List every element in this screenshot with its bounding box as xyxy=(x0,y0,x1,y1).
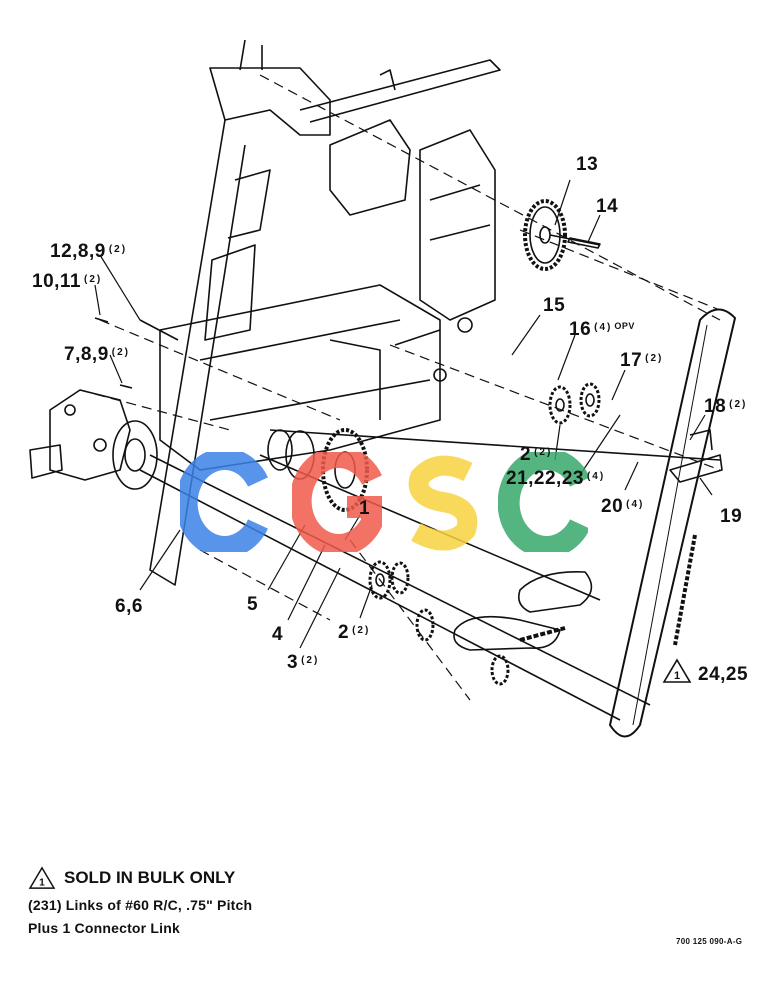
callout-3: 3(2) xyxy=(287,652,320,673)
lower-sprocket-b xyxy=(390,561,410,595)
lower-shaft xyxy=(139,469,621,721)
lower-chain xyxy=(517,571,593,613)
watermark-letter-3 xyxy=(408,455,478,551)
note-chain-spec: (231) Links of #60 R/C, .75" Pitch xyxy=(28,897,253,913)
callout-7-8-9: 7,8,9(2) xyxy=(64,344,130,365)
callout-14: 14 xyxy=(596,196,619,217)
callout-13: 13 xyxy=(576,154,599,175)
watermark-letter-4 xyxy=(498,452,588,552)
center-upright xyxy=(329,119,411,216)
watermark-letter-1 xyxy=(180,452,268,552)
idler-sprocket-b xyxy=(579,382,601,418)
coupling-hub xyxy=(112,420,158,490)
lower-chain-2 xyxy=(453,615,561,651)
drive-chain-loop xyxy=(609,308,736,738)
callout-21-22-23: 21,22,23(4) xyxy=(506,468,606,489)
lower-sprocket-d xyxy=(490,654,510,686)
callout-6-6: 6,6 xyxy=(115,596,143,617)
svg-text:1: 1 xyxy=(674,670,680,682)
bolt-12 xyxy=(139,319,179,341)
idler-sprocket-a xyxy=(548,385,572,425)
left-post xyxy=(149,119,246,586)
callout-5: 5 xyxy=(247,594,259,615)
tensioner-bracket xyxy=(669,454,723,483)
note-heading: SOLD IN BULK ONLY xyxy=(64,868,236,887)
callout-16: 16(4)OPV xyxy=(569,319,635,340)
callout-12-8-9: 12,8,9(2) xyxy=(50,241,128,262)
frame-rail-top xyxy=(299,59,501,123)
lower-sprocket-c xyxy=(415,608,435,642)
callout-10-11: 10,11(2) xyxy=(32,271,103,292)
warning-triangle-icon: 1 xyxy=(28,866,56,889)
chain-section xyxy=(673,534,697,646)
callout-24-25: 24,25 xyxy=(698,664,749,685)
bulk-note: 1 SOLD IN BULK ONLY (231) Links of #60 R… xyxy=(28,866,252,936)
callout-17: 17(2) xyxy=(620,350,664,371)
lower-sprocket-a xyxy=(368,560,392,600)
upper-frame xyxy=(209,67,331,136)
callout-18: 18(2) xyxy=(704,396,748,417)
main-frame xyxy=(159,284,441,471)
callout-1: 1 xyxy=(359,498,371,519)
drawing-number: 700 125 090-A-G xyxy=(676,937,743,946)
callout-15: 15 xyxy=(543,295,566,316)
callout-4: 4 xyxy=(272,624,284,645)
svg-text:1: 1 xyxy=(39,877,45,888)
watermark-letter-2 xyxy=(292,452,382,552)
warning-triangle-icon: 1 xyxy=(662,658,692,683)
bolt-7 xyxy=(119,384,133,389)
callout-20: 20(4) xyxy=(601,496,645,517)
note-connector: Plus 1 Connector Link xyxy=(28,920,180,936)
callout-2-upper: 2(2) xyxy=(520,444,553,465)
callout-2-lower: 2(2) xyxy=(338,622,371,643)
key xyxy=(567,237,601,249)
upper-shaft xyxy=(269,429,721,461)
bolt-10 xyxy=(94,317,109,323)
callout-19: 19 xyxy=(720,506,743,527)
